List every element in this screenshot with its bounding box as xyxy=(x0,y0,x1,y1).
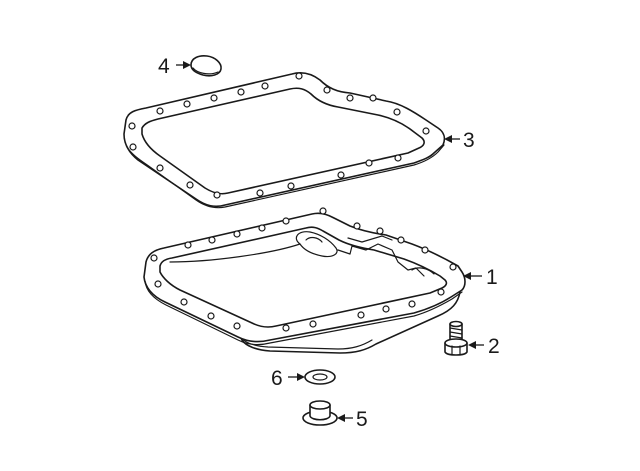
callout-5: 5 xyxy=(337,408,368,431)
part-5-plug[interactable] xyxy=(302,400,338,426)
part-2-drain-bolt[interactable] xyxy=(444,320,468,356)
part-4-plug[interactable] xyxy=(190,55,222,77)
callout-6: 6 xyxy=(271,367,305,390)
svg-text:3: 3 xyxy=(463,129,475,152)
callout-3: 3 xyxy=(444,129,475,152)
part-1-oil-pan[interactable] xyxy=(143,207,466,354)
callout-1: 1 xyxy=(463,266,498,289)
pan-bolt-holes xyxy=(150,207,457,332)
svg-text:5: 5 xyxy=(356,408,368,431)
gasket-bolt-holes xyxy=(128,72,430,199)
part-6-washer[interactable] xyxy=(304,369,336,385)
svg-text:6: 6 xyxy=(271,367,283,390)
callout-2: 2 xyxy=(468,335,500,358)
callout-4: 4 xyxy=(158,55,191,78)
svg-text:2: 2 xyxy=(488,335,500,358)
svg-text:1: 1 xyxy=(486,266,498,289)
svg-text:4: 4 xyxy=(158,55,170,78)
part-3-gasket[interactable] xyxy=(123,72,446,209)
